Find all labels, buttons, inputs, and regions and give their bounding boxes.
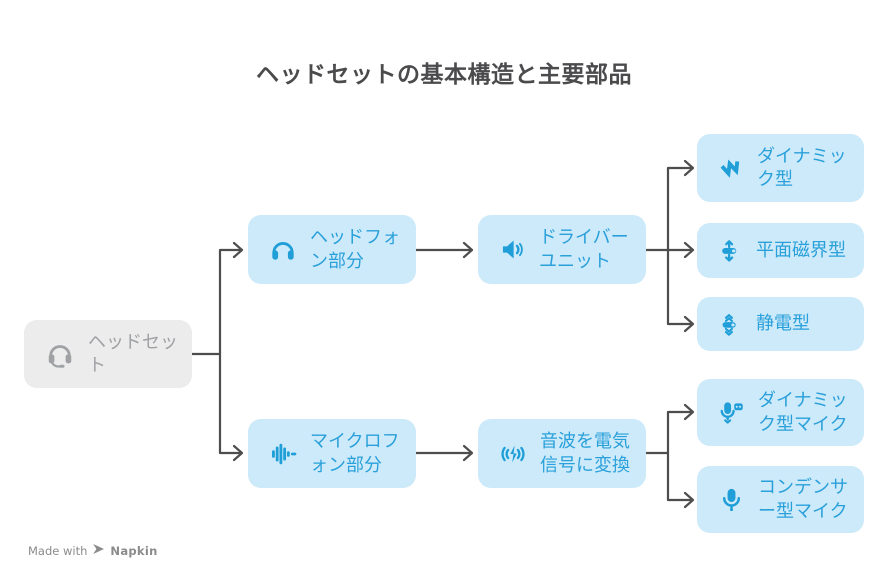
node-label: ヘッドフォン部分 xyxy=(310,227,400,272)
node-label: 音波を電気信号に変換 xyxy=(540,431,630,476)
electrostatic-driver-icon xyxy=(718,312,743,337)
node-microphone-section[interactable]: マイクロフォン部分 xyxy=(248,419,416,488)
waveform-icon xyxy=(269,440,297,468)
headset-icon xyxy=(45,339,75,369)
electric-signal-icon xyxy=(499,440,527,468)
node-electrostatic-type[interactable]: 静電型 xyxy=(697,297,864,351)
voice-coil-icon xyxy=(718,155,744,181)
napkin-pen-icon xyxy=(92,543,105,558)
node-label: 静電型 xyxy=(756,313,810,335)
headphones-icon xyxy=(269,236,297,264)
node-condenser-mic-type[interactable]: コンデンサー型マイク xyxy=(697,466,864,533)
node-label: ヘッドセット xyxy=(88,331,178,376)
node-dynamic-type[interactable]: ダイナミック型 xyxy=(697,134,864,202)
node-label: コンデンサー型マイク xyxy=(758,477,848,522)
node-driver-unit[interactable]: ドライバーユニット xyxy=(478,215,646,284)
node-label: マイクロフォン部分 xyxy=(310,431,400,476)
node-headphone-section[interactable]: ヘッドフォン部分 xyxy=(248,215,416,284)
condenser-mic-icon xyxy=(718,486,745,513)
node-label: ダイナミック型 xyxy=(757,145,847,190)
planar-driver-icon xyxy=(718,238,743,263)
node-label: ダイナミック型マイク xyxy=(758,390,848,435)
made-with-text: Made with xyxy=(28,543,88,558)
dynamic-mic-icon xyxy=(718,399,745,426)
node-dynamic-mic-type[interactable]: ダイナミック型マイク xyxy=(697,379,864,446)
node-label: 平面磁界型 xyxy=(756,239,846,261)
node-label: ドライバーユニット xyxy=(539,227,629,272)
node-headset-root[interactable]: ヘッドセット xyxy=(24,320,192,388)
napkin-brand-text: Napkin xyxy=(110,543,158,558)
made-with-napkin-link[interactable]: Made with Napkin xyxy=(28,543,158,558)
node-signal-conversion[interactable]: 音波を電気信号に変換 xyxy=(478,419,646,488)
diagram-title: ヘッドセットの基本構造と主要部品 xyxy=(256,62,632,88)
node-planar-magnetic-type[interactable]: 平面磁界型 xyxy=(697,223,864,278)
speaker-icon xyxy=(499,236,526,263)
